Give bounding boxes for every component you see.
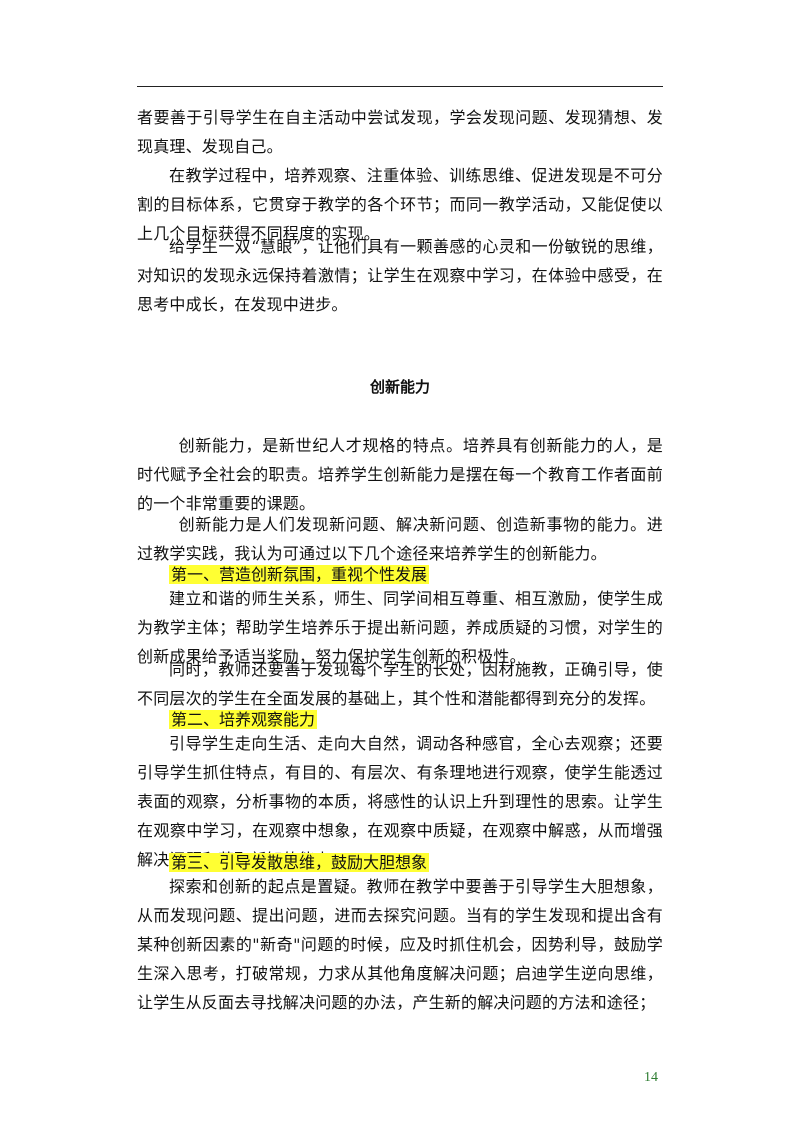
header-rule <box>137 86 663 87</box>
page-number: 14 <box>644 1070 658 1085</box>
paragraph-teaching-process: 在教学过程中，培养观察、注重体验、训练思维、促进发现是不可分割的目标体系，它贯穿… <box>137 166 663 243</box>
paragraph-wise-eyes: 给学生一双“慧眼”，让他们具有一颗善感的心灵和一份敏锐的思维，对知识的发现永远保… <box>137 237 663 314</box>
paragraph-continuation: 者要善于引导学生在自主活动中尝试发现，学会发现问题、发现猜想、发现真理、发现自己… <box>137 108 663 156</box>
paragraph-section3-1: 探索和创新的起点是置疑。教师在教学中要善于引导学生大胆想象，从而发现问题、提出问… <box>137 877 663 1012</box>
paragraph-intro-2: 创新能力是人们发现新问题、解决新问题、创造新事物的能力。进过教学实践，我认为可通… <box>137 515 663 563</box>
highlighted-heading: 第三、引导发散思维，鼓励大胆想象 <box>169 853 430 872</box>
highlighted-heading: 第二、培养观察能力 <box>169 710 318 729</box>
paragraph-intro-1: 创新能力，是新世纪人才规格的特点。培养具有创新能力的人，是时代赋予全社会的职责。… <box>137 436 663 513</box>
paragraph-section1-1: 建立和谐的师生关系，师生、同学间相互尊重、相互激励，使学生成为教学主体；帮助学生… <box>137 589 663 666</box>
paragraph-section1-2: 同时，教师还要善于发现每个学生的长处，因材施教，正确引导，使不同层次的学生在全面… <box>137 660 663 708</box>
subheading-2: 第二、培养观察能力 <box>137 705 663 734</box>
section-title: 创新能力 <box>369 378 430 396</box>
subheading-1: 第一、营造创新氛围，重视个性发展 <box>137 560 663 589</box>
subheading-3: 第三、引导发散思维，鼓励大胆想象 <box>137 848 663 877</box>
highlighted-heading: 第一、营造创新氛围，重视个性发展 <box>169 565 430 584</box>
